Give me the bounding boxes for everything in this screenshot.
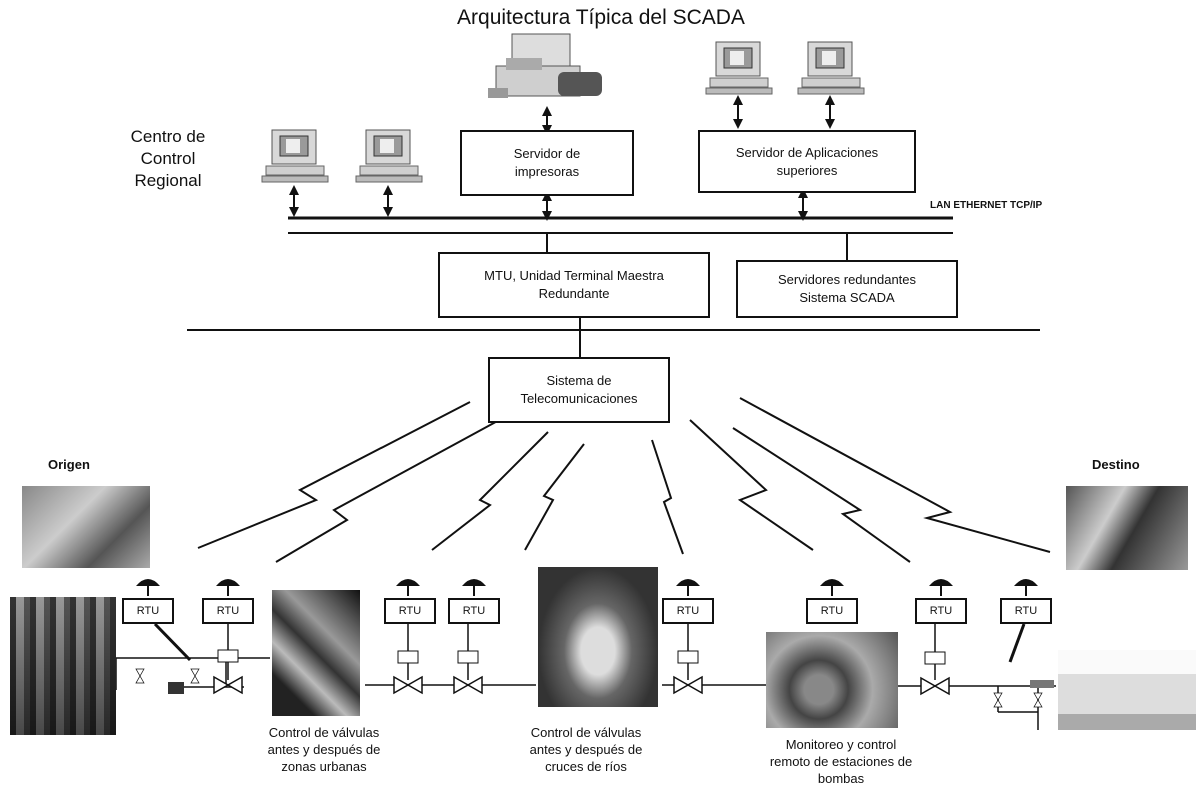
caption-pumps-line1: Monitoreo y control [785, 737, 897, 752]
refinery-image [10, 597, 116, 735]
caption-pumps-line2: remoto de estaciones de [769, 754, 913, 769]
caption-rivers-line1: Control de válvulas [530, 725, 642, 740]
redundant-servers-line1: Servidores redundantes [777, 272, 917, 287]
control-center-line3: Regional [134, 171, 202, 190]
printer-icon [488, 33, 602, 98]
telecom-line2: Telecomunicaciones [520, 391, 638, 406]
rtu-box: RTU [1000, 598, 1052, 624]
origin-label: Origen [48, 457, 90, 472]
pump-station-image [766, 632, 898, 728]
control-center-label: Centro de Control Regional [120, 126, 216, 192]
rtu-box: RTU [202, 598, 254, 624]
control-center-line2: Control [140, 149, 196, 168]
destination-control-room-image [1066, 486, 1188, 570]
caption-urban-line3: zonas urbanas [281, 759, 367, 774]
caption-rivers: Control de válvulas antes y después de c… [508, 724, 664, 775]
app-server-line1: Servidor de Aplicaciones [735, 144, 879, 160]
caption-pumps: Monitoreo y control remoto de estaciones… [752, 736, 930, 787]
rtu-box: RTU [806, 598, 858, 624]
diagram-title: Arquitectura Típica del SCADA [457, 6, 745, 29]
print-server-box: Servidor de impresoras [460, 130, 634, 196]
redundant-servers-box: Servidores redundantes Sistema SCADA [736, 260, 958, 318]
storage-tanks-image [1058, 650, 1196, 730]
redundant-servers-line2: Sistema SCADA [799, 290, 895, 305]
caption-rivers-line3: cruces de ríos [545, 759, 627, 774]
app-server-line2: superiores [776, 162, 838, 178]
caption-urban-line2: antes y después de [267, 742, 381, 757]
control-center-line1: Centro de [130, 127, 206, 146]
mtu-line1: MTU, Unidad Terminal Maestra [484, 268, 664, 283]
rtu-box: RTU [448, 598, 500, 624]
mtu-box: MTU, Unidad Terminal Maestra Redundante [438, 252, 710, 318]
caption-rivers-line2: antes y después de [529, 742, 643, 757]
rtu-box: RTU [384, 598, 436, 624]
caption-urban: Control de válvulas antes y después de z… [248, 724, 400, 775]
mtu-line2: Redundante [538, 286, 610, 301]
urban-building-image [272, 590, 360, 716]
lan-label: LAN ETHERNET TCP/IP [930, 200, 1043, 211]
river-crossing-image [538, 567, 658, 707]
print-server-line1: Servidor de [513, 146, 581, 161]
telecom-box: Sistema de Telecomunicaciones [488, 357, 670, 423]
destination-label: Destino [1092, 457, 1140, 472]
caption-pumps-line3: bombas [817, 771, 865, 786]
app-server-box: Servidor de Aplicaciones superiores [698, 130, 916, 193]
rtu-box: RTU [662, 598, 714, 624]
caption-urban-line1: Control de válvulas [268, 725, 380, 740]
telecom-line1: Sistema de [546, 373, 612, 388]
rtu-box: RTU [122, 598, 174, 624]
print-server-line2: impresoras [514, 164, 580, 179]
rtu-box: RTU [915, 598, 967, 624]
origin-control-room-image [22, 486, 150, 568]
